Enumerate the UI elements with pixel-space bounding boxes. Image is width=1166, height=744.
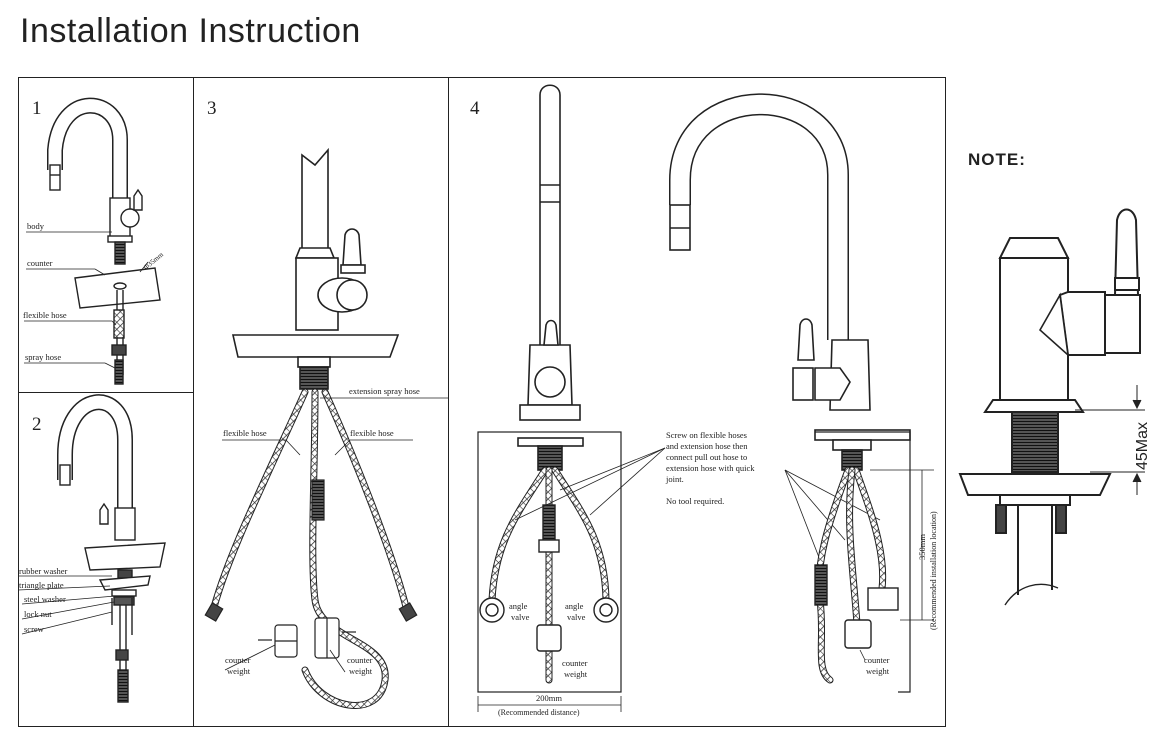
label-distance: 200mm bbox=[536, 693, 562, 703]
step1-faucet bbox=[47, 97, 161, 385]
step3-faucet bbox=[231, 147, 400, 390]
label-weight-left: weight bbox=[227, 666, 251, 676]
label-steel-washer: steel washer bbox=[24, 594, 66, 604]
step2-number: 2 bbox=[32, 414, 42, 435]
label-flexible-hose: flexible hose bbox=[23, 310, 67, 320]
label-weight-side: weight bbox=[866, 666, 890, 676]
label-screw: screw bbox=[24, 624, 45, 634]
label-lock-nut: lock nut bbox=[24, 609, 52, 619]
label-height: 350mm bbox=[917, 534, 927, 560]
label-flexible-hose-left: flexible hose bbox=[223, 428, 267, 438]
instruction-line-4: extension hose with quick bbox=[666, 463, 755, 473]
label-counter: counter bbox=[27, 258, 53, 268]
step4-front-faucet bbox=[517, 84, 584, 471]
note-heading: NOTE: bbox=[968, 150, 1026, 169]
label-counter-side: counter bbox=[864, 655, 890, 665]
no-tool-note: No tool required. bbox=[666, 496, 724, 506]
step3-number: 3 bbox=[207, 98, 217, 119]
label-flexible-hose-right: flexible hose bbox=[350, 428, 394, 438]
instruction-line-3: connect pull out hose to bbox=[666, 452, 747, 462]
label-distance-note: (Recommended distance) bbox=[498, 708, 580, 717]
label-45max: 45Max bbox=[1134, 422, 1151, 470]
label-angle-right: angle bbox=[565, 601, 584, 611]
instruction-line-2: and extension hose then bbox=[666, 441, 748, 451]
instruction-line-1: Screw on flexible hoses bbox=[666, 430, 747, 440]
label-body: body bbox=[27, 221, 45, 231]
label-counter-left: counter bbox=[225, 655, 251, 665]
page-title: Installation Instruction bbox=[20, 12, 361, 50]
cabinet-side bbox=[815, 431, 911, 693]
step4-side-faucet bbox=[669, 93, 911, 471]
label-spray-hose: spray hose bbox=[25, 352, 61, 362]
step2-faucet bbox=[57, 394, 166, 703]
note-detail-drawing bbox=[958, 208, 1141, 606]
label-counter-center: counter bbox=[562, 658, 588, 668]
label-extension-spray-hose: extension spray hose bbox=[349, 386, 420, 396]
label-valve-left: valve bbox=[511, 612, 530, 622]
label-height-note: (Recommended installation location) bbox=[929, 511, 938, 630]
cabinet-front bbox=[477, 431, 622, 693]
label-rubber-washer: rubber washer bbox=[19, 566, 68, 576]
label-angle-left: angle bbox=[509, 601, 528, 611]
step1-number: 1 bbox=[32, 98, 42, 119]
step4-number: 4 bbox=[470, 98, 480, 119]
label-weight-center: weight bbox=[564, 669, 588, 679]
label-weight-right: weight bbox=[349, 666, 373, 676]
instruction-line-5: joint. bbox=[665, 474, 684, 484]
label-counter-right: counter bbox=[347, 655, 373, 665]
label-valve-right: valve bbox=[567, 612, 586, 622]
step4-panel bbox=[448, 77, 946, 727]
label-triangle-plate: triangle plate bbox=[19, 580, 64, 590]
